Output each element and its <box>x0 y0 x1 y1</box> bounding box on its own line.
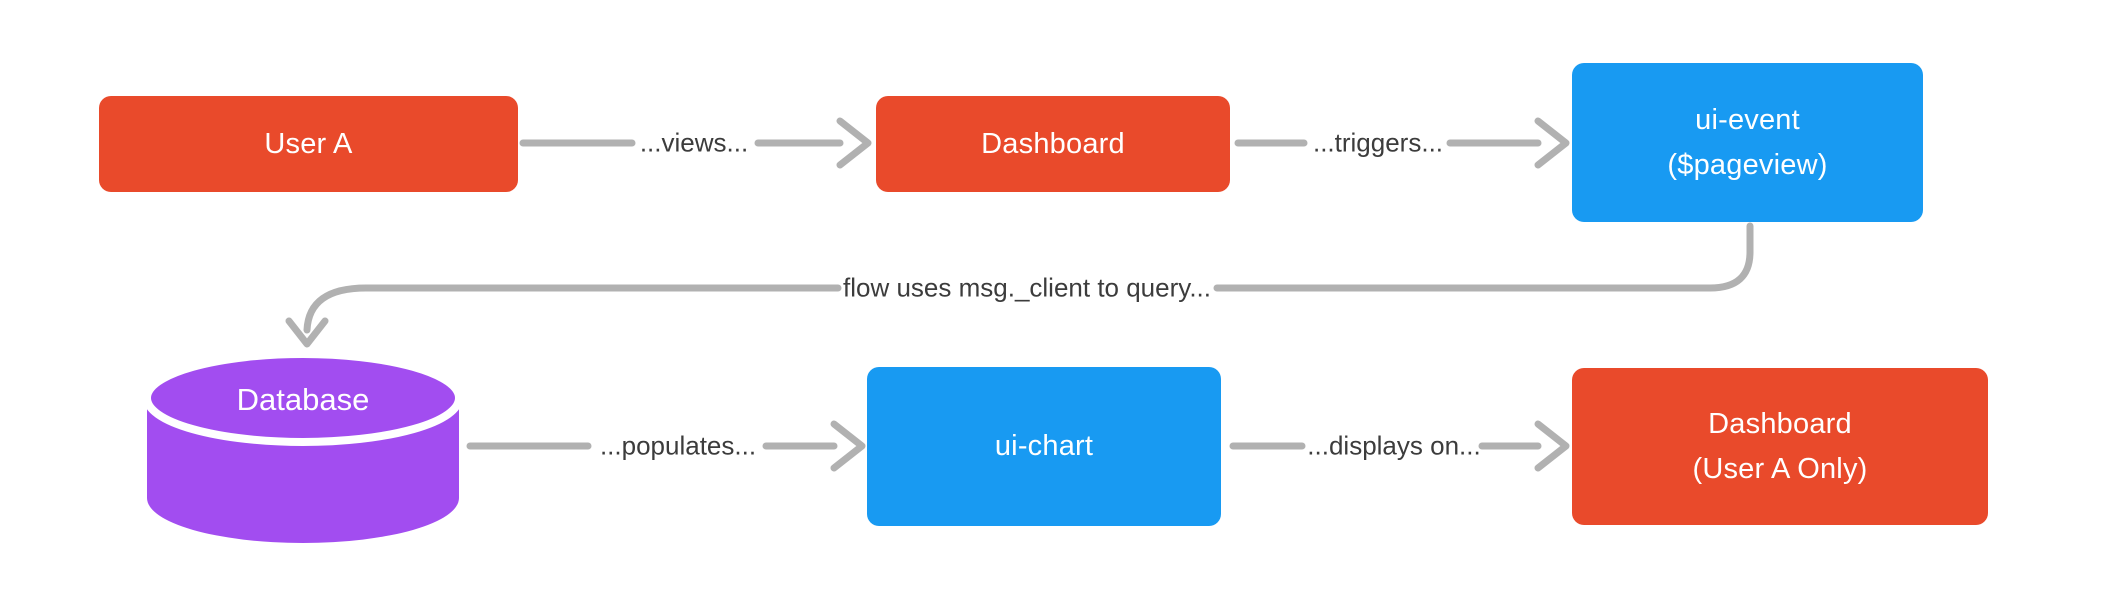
node-dashboard-label: Dashboard <box>981 127 1125 160</box>
arrow-populates <box>466 420 866 472</box>
node-ui-chart-label: ui-chart <box>994 430 1094 463</box>
arrow-down-chevron-icon <box>285 317 329 348</box>
node-dashboard-user-a-only[interactable]: Dashboard (User A Only) <box>1572 368 1988 525</box>
arrow-right-chevron-icon <box>830 420 866 472</box>
arrow-displays-on <box>1229 420 1570 472</box>
arrow-triggers <box>1234 117 1570 169</box>
node-dashboard-user-a-only-label-line2: (User A Only) <box>1692 452 1868 485</box>
node-ui-chart[interactable]: ui-chart <box>867 367 1221 526</box>
edge-label-query: flow uses msg._client to query... <box>842 272 1212 303</box>
edge-label-populates: ...populates... <box>599 430 757 461</box>
node-database-label: Database <box>236 382 370 417</box>
database-cylinder-icon[interactable] <box>143 350 463 543</box>
node-ui-event-label-line1: ui-event <box>1695 103 1800 136</box>
edge-label-views: ...views... <box>639 127 749 158</box>
arrow-right-chevron-icon <box>836 117 872 169</box>
node-user-a[interactable]: User A <box>99 96 518 192</box>
node-dashboard[interactable]: Dashboard <box>876 96 1230 192</box>
node-ui-event[interactable]: ui-event ($pageview) <box>1572 63 1923 222</box>
edge-label-triggers: ...triggers... <box>1312 127 1444 158</box>
arrow-right-chevron-icon <box>1534 420 1570 472</box>
node-dashboard-user-a-only-label-line1: Dashboard <box>1708 407 1852 440</box>
arrow-query-curve <box>285 222 1754 348</box>
node-user-a-label: User A <box>264 127 353 160</box>
edge-label-displays-on: ...displays on... <box>1307 430 1481 461</box>
arrow-views <box>519 117 872 169</box>
arrow-right-chevron-icon <box>1534 117 1570 169</box>
node-ui-event-label-line2: ($pageview) <box>1667 148 1828 181</box>
